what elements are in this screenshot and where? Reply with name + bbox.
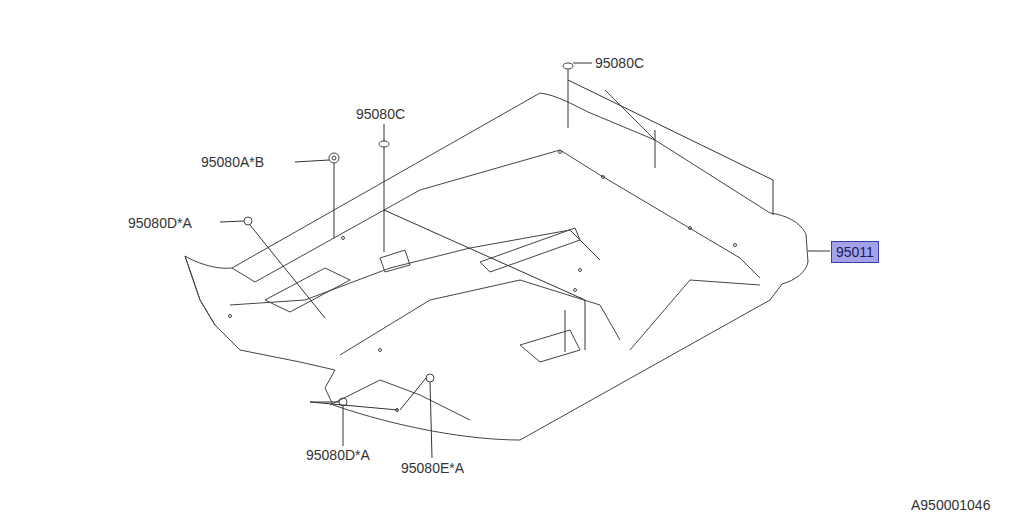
callout-number: 95080C xyxy=(594,55,645,71)
callout-number: 95080D*A xyxy=(127,215,193,231)
callout-number: 95080E*A xyxy=(400,460,465,476)
part-number-box: 95011 xyxy=(831,241,879,263)
callout-number: 95080C xyxy=(355,106,406,122)
callout-number: 95080A*B xyxy=(200,154,265,170)
part-number: 95011 xyxy=(836,244,874,260)
diagram-code: A950001046 xyxy=(910,497,991,512)
callout-number: 95080D*A xyxy=(305,447,371,463)
